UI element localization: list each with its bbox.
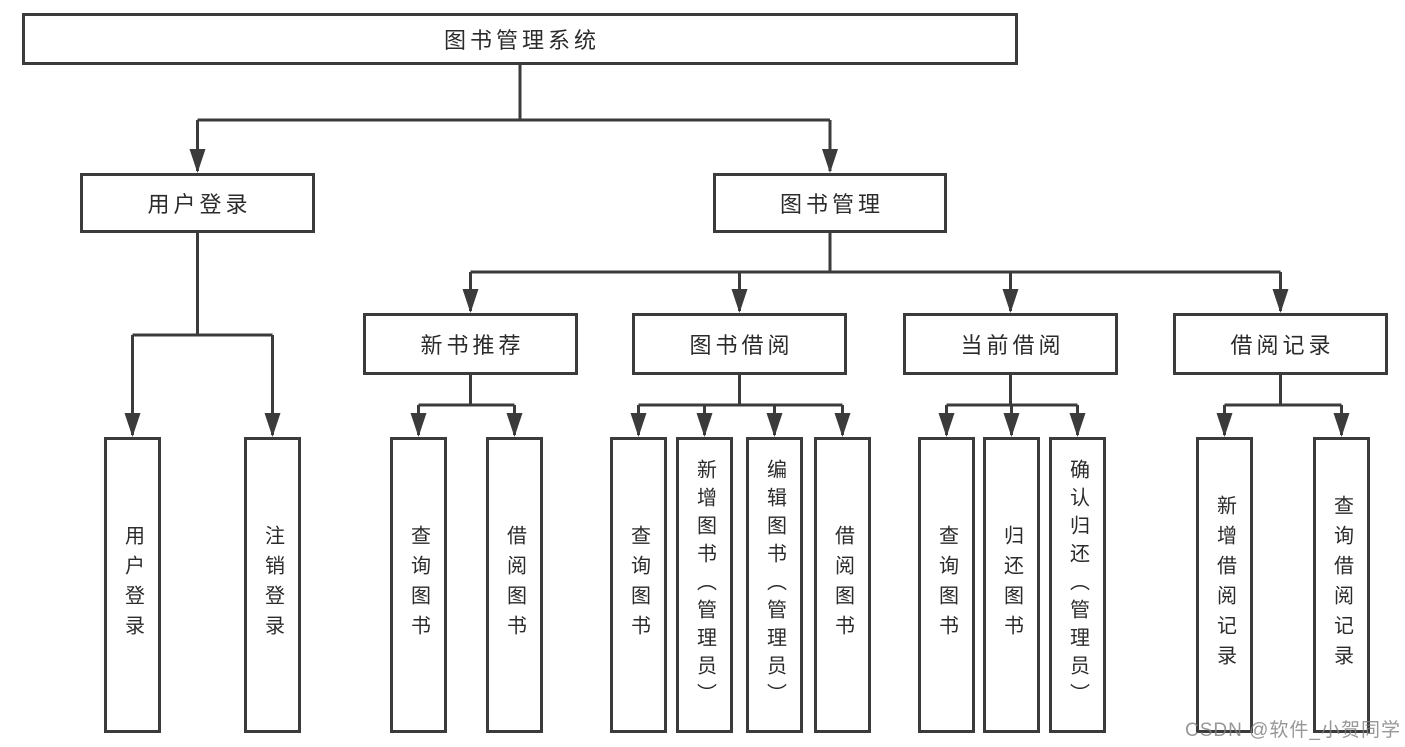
node-label: 用户登录 bbox=[147, 192, 252, 217]
node-label: 图书借阅 bbox=[689, 333, 794, 358]
node-label: 编辑图书（管理员） bbox=[763, 459, 786, 711]
node-cb-confirm-return-admin: 确认归还（管理员） bbox=[1049, 437, 1106, 733]
node-cb-return-books: 归还图书 bbox=[983, 437, 1040, 733]
node-label: 归还图书 bbox=[1000, 525, 1023, 645]
node-label: 注销登录 bbox=[261, 525, 284, 645]
connector-bb-trunk bbox=[638, 375, 843, 407]
node-library-management-system: 图书管理系统 bbox=[22, 13, 1018, 65]
node-nbr-borrow-books: 借阅图书 bbox=[486, 437, 543, 733]
node-label: 图书管理 bbox=[779, 192, 884, 217]
node-label: 借阅图书 bbox=[503, 525, 526, 645]
node-label: 确认归还（管理员） bbox=[1066, 459, 1089, 711]
node-label: 查询借阅记录 bbox=[1330, 495, 1353, 675]
node-user-login-branch: 用户登录 bbox=[80, 173, 315, 233]
connector-user-login-trunk bbox=[132, 233, 273, 337]
connector-cb-trunk bbox=[946, 375, 1078, 407]
node-user-login: 用户登录 bbox=[104, 437, 161, 733]
connector-nbr-trunk bbox=[418, 375, 515, 407]
node-borrowing-records: 借阅记录 bbox=[1173, 313, 1388, 375]
node-new-book-recommend: 新书推荐 bbox=[363, 313, 578, 375]
node-label: 查询图书 bbox=[935, 525, 958, 645]
node-book-borrowing: 图书借阅 bbox=[632, 313, 847, 375]
node-br-query-record: 查询借阅记录 bbox=[1313, 437, 1370, 733]
node-bb-query-books: 查询图书 bbox=[610, 437, 667, 733]
node-bb-add-books-admin: 新增图书（管理员） bbox=[676, 437, 733, 733]
connector-root-trunk bbox=[197, 65, 830, 122]
node-label: 新增图书（管理员） bbox=[693, 459, 716, 711]
node-label: 借阅记录 bbox=[1230, 333, 1335, 358]
node-logout: 注销登录 bbox=[244, 437, 301, 733]
node-label: 查询图书 bbox=[627, 525, 650, 645]
node-bb-borrow-books: 借阅图书 bbox=[814, 437, 871, 733]
node-book-management: 图书管理 bbox=[713, 173, 947, 233]
connector-book-management-trunk bbox=[470, 233, 1281, 274]
node-bb-edit-books-admin: 编辑图书（管理员） bbox=[746, 437, 803, 733]
node-label: 用户登录 bbox=[121, 525, 144, 645]
node-cb-query-books: 查询图书 bbox=[918, 437, 975, 733]
node-current-borrowing: 当前借阅 bbox=[903, 313, 1118, 375]
node-label: 借阅图书 bbox=[831, 525, 854, 645]
node-label: 新增借阅记录 bbox=[1213, 495, 1236, 675]
node-label: 查询图书 bbox=[407, 525, 430, 645]
node-label: 图书管理系统 bbox=[443, 28, 600, 53]
node-br-add-record: 新增借阅记录 bbox=[1196, 437, 1253, 733]
node-label: 新书推荐 bbox=[420, 333, 525, 358]
node-label: 当前借阅 bbox=[960, 333, 1065, 358]
node-nbr-query-books: 查询图书 bbox=[390, 437, 447, 733]
connector-br-trunk bbox=[1224, 375, 1342, 407]
csdn-watermark: CSDN @软件_小贺同学 bbox=[1185, 720, 1401, 741]
